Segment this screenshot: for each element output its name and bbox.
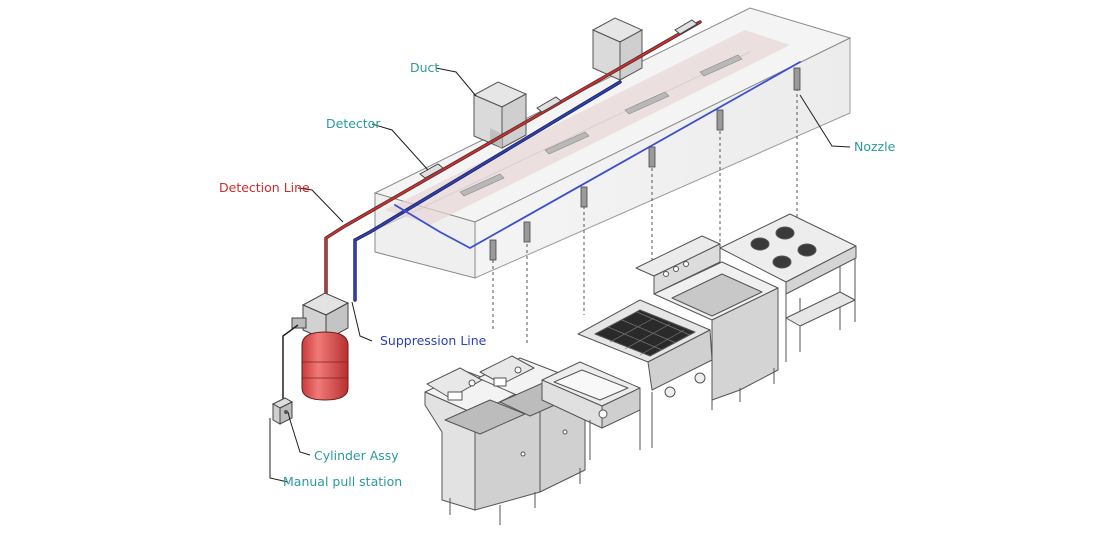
kitchen-equipment bbox=[424, 213, 857, 525]
fryer-1 bbox=[424, 367, 541, 525]
nozzle-label: Nozzle bbox=[854, 139, 896, 154]
manual-pull-station-label: Manual pull station bbox=[283, 474, 402, 489]
nozzle-3 bbox=[580, 186, 588, 208]
detector-label: Detector bbox=[326, 116, 381, 131]
sink-unit bbox=[635, 235, 779, 402]
leader-lines bbox=[269, 67, 851, 483]
cylinder-assy-label: Cylinder Assy bbox=[314, 448, 399, 463]
griddle bbox=[541, 361, 641, 460]
duct-right bbox=[591, 17, 644, 81]
nozzles bbox=[489, 67, 801, 345]
suppression-line-pipe bbox=[353, 61, 801, 302]
detector-1 bbox=[419, 163, 444, 179]
detector-3 bbox=[674, 19, 698, 35]
detection-line-label: Detection Line bbox=[219, 180, 310, 195]
suppression-line-label: Suppression Line bbox=[380, 333, 487, 348]
char-broiler bbox=[577, 299, 713, 448]
detector-2 bbox=[536, 96, 562, 113]
cylinder-assembly bbox=[282, 292, 350, 401]
nozzle-4 bbox=[648, 146, 656, 168]
range-burners bbox=[719, 213, 857, 362]
exhaust-hood bbox=[373, 7, 852, 279]
manual-pull-station bbox=[271, 397, 294, 425]
detection-line-pipe bbox=[324, 20, 702, 302]
duct-label: Duct bbox=[410, 60, 439, 75]
nozzle-6 bbox=[793, 67, 801, 91]
nozzle-2 bbox=[523, 221, 531, 243]
nozzle-1 bbox=[489, 239, 497, 261]
nozzle-5 bbox=[716, 109, 724, 131]
